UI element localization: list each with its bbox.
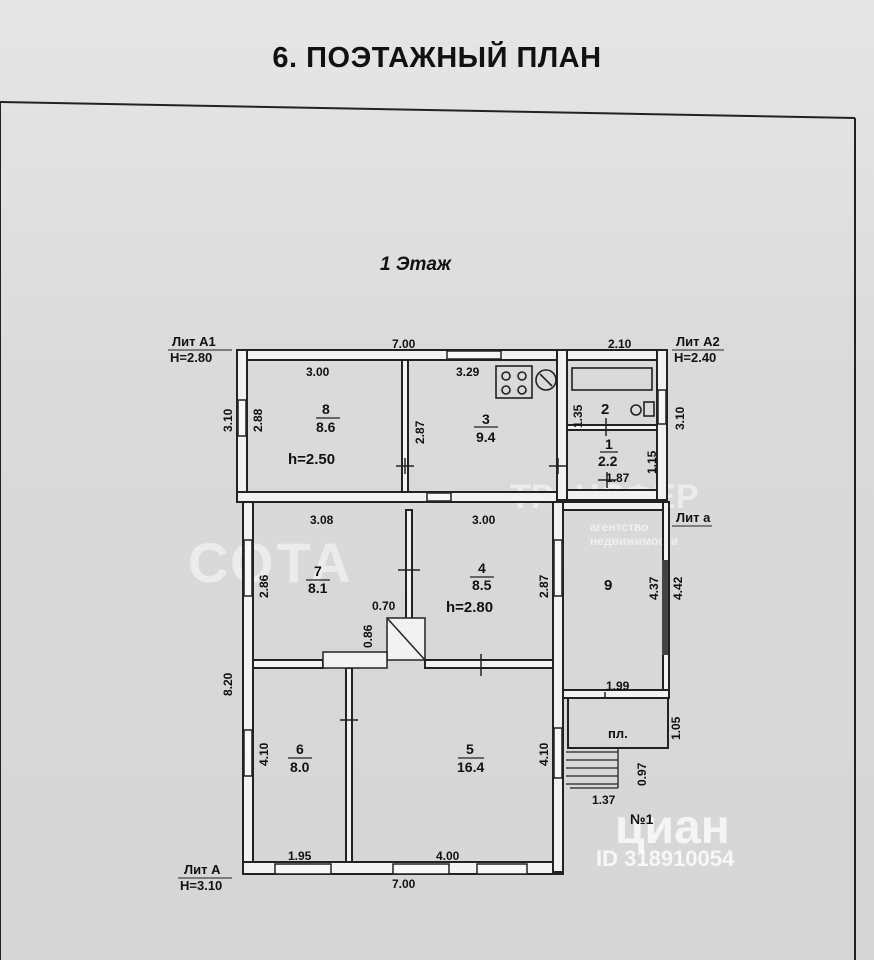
dim-v437: 4.37: [647, 576, 661, 600]
dim-inner-287: 2.87: [413, 420, 427, 444]
room-5-area: 16.4: [457, 759, 484, 775]
porch-steps: [566, 748, 619, 789]
room-1-number: 1: [605, 436, 613, 452]
room-8-area: 8.6: [316, 419, 336, 435]
frame-top-line: [0, 101, 856, 120]
dim-h137: 1.37: [592, 793, 616, 807]
dim-h199: 1.99: [606, 679, 630, 693]
dim-right-top: 3.10: [673, 406, 687, 430]
dim-v287b: 2.87: [537, 574, 551, 598]
lit-a1-label: Лит А1: [172, 334, 216, 349]
lit-a-height: H=3.10: [180, 878, 222, 893]
dim-bottom-195: 1.95: [288, 849, 312, 863]
cian-id-watermark: ID 318910054: [596, 846, 735, 871]
dim-mid-308: 3.08: [310, 513, 334, 527]
room-4-area: 8.5: [472, 577, 492, 593]
dim-h070: 0.70: [372, 599, 396, 613]
lit-a2-height: H=2.40: [674, 350, 716, 365]
dim-top-total: 7.00: [392, 337, 416, 351]
porch-label: №1: [630, 811, 654, 827]
dim-v115: 1.15: [645, 450, 659, 474]
ceiling-height-a1: h=2.50: [288, 451, 335, 468]
lit-a2-label: Лит А2: [676, 334, 720, 349]
room-9-number: 9: [604, 577, 612, 594]
dim-v097: 0.97: [635, 762, 649, 786]
room-1-area: 2.2: [598, 453, 618, 469]
dim-left-total: 8.20: [221, 672, 235, 696]
room-6-area: 8.0: [290, 759, 310, 775]
room-6-number: 6: [296, 741, 304, 757]
dim-v105: 1.05: [669, 716, 683, 740]
agency-watermark: агентство недвижимости: [590, 520, 678, 548]
veranda-glazing: [662, 560, 668, 655]
sota-watermark: СОТА: [188, 531, 354, 594]
lit-a1-height: H=2.80: [170, 350, 212, 365]
cian-watermark: циан: [615, 801, 730, 854]
dim-top-left: 3.00: [306, 365, 330, 379]
dim-bottom-400: 4.00: [436, 849, 460, 863]
dim-v410a: 4.10: [257, 742, 271, 766]
room-4-number: 4: [478, 560, 486, 576]
floor-title: 1 Этаж: [380, 254, 451, 275]
room-3-area: 9.4: [476, 429, 496, 445]
dim-bottom-total: 7.00: [392, 877, 416, 891]
room-7-area: 8.1: [308, 580, 328, 596]
dim-top-mid: 3.29: [456, 365, 480, 379]
dim-v286: 2.86: [257, 574, 271, 598]
room-2-number: 2: [601, 401, 609, 418]
room-5-number: 5: [466, 741, 474, 757]
page-title: 6. ПОЭТАЖНЫЙ ПЛАН: [272, 42, 602, 74]
dim-inner-288: 2.88: [251, 408, 265, 432]
dim-h187: 1.87: [606, 471, 630, 485]
dim-v135: 1.35: [571, 404, 585, 428]
room-7-number: 7: [314, 563, 322, 579]
dim-v086: 0.86: [361, 624, 375, 648]
dim-left-top: 3.10: [221, 408, 235, 432]
dim-top-right: 2.10: [608, 337, 632, 351]
lit-a-small-label: Лит а: [676, 510, 711, 525]
room-3-number: 3: [482, 411, 490, 427]
room-8-number: 8: [322, 401, 330, 417]
dim-mid-300: 3.00: [472, 513, 496, 527]
ceiling-height-a: h=2.80: [446, 599, 493, 616]
lit-a-label: Лит А: [184, 862, 221, 877]
dim-v410b: 4.10: [537, 742, 551, 766]
landing-label: пл.: [608, 726, 628, 741]
dim-v442: 4.42: [671, 576, 685, 600]
